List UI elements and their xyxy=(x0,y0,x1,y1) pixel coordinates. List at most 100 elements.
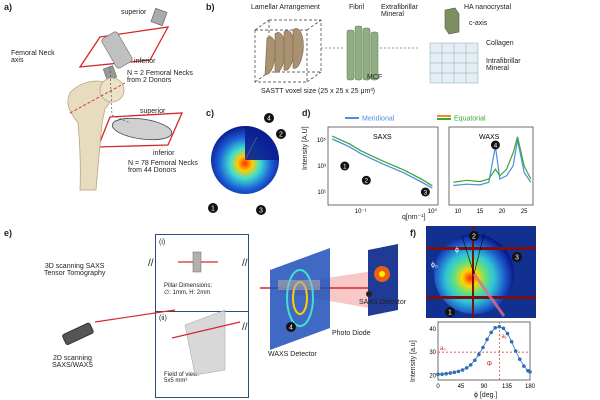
n-top-label: N = 2 Femoral Necks from 2 Donors xyxy=(127,70,193,84)
fov-label: Field of view: 5x5 mm² xyxy=(164,372,200,384)
inferior-bottom: inferior xyxy=(153,150,175,157)
svg-text:3: 3 xyxy=(515,255,519,262)
Phi-label: Φ xyxy=(487,361,493,368)
panel-e-label: e) xyxy=(4,228,13,238)
top-slice-plane xyxy=(78,26,170,68)
femoral-neck-axis-label: Femoral Neck axis xyxy=(11,50,55,64)
f-frame xyxy=(437,321,531,381)
panel-d-label: d) xyxy=(302,108,311,118)
hierarchy-illustration xyxy=(254,7,479,84)
legend: Meridional Equatorial xyxy=(345,115,486,123)
collagen-label: Collagen xyxy=(486,40,514,47)
saxs-ytick: 10⁵ xyxy=(317,137,327,144)
f-point xyxy=(464,366,469,370)
f-ytick: 40 xyxy=(429,327,436,333)
fibril-label: Fibril xyxy=(349,4,365,11)
saxs-ytick: 10¹ xyxy=(317,190,326,196)
phi-label: ϕ xyxy=(455,247,459,254)
reciprocal-space-map xyxy=(211,126,279,194)
f-point xyxy=(436,372,440,376)
svg-text://: // xyxy=(242,258,248,269)
beamline-illustration: // // // 4 xyxy=(62,244,398,376)
f-point xyxy=(444,371,448,376)
f-point xyxy=(505,331,510,336)
f-point xyxy=(509,339,514,344)
f-point xyxy=(497,324,502,329)
ha-label: HA nanocrystal xyxy=(464,4,512,11)
sub-ii: (ii) xyxy=(159,315,167,322)
panel-c-markers: 4 2 1 3 xyxy=(208,113,286,215)
svg-text:2: 2 xyxy=(365,178,369,185)
saxs-title: SAXS xyxy=(373,134,392,141)
f-xtick: 180 xyxy=(525,384,536,390)
photodiode-label: Photo Diode xyxy=(332,330,371,337)
sample-divider xyxy=(155,311,248,312)
f-ylabel: Intensity [a.u] xyxy=(410,340,417,382)
extrafibrillar-label: Extrafibrillar Mineral xyxy=(381,4,418,18)
photo-diode xyxy=(366,291,372,297)
f-point xyxy=(481,345,485,350)
svg-text:2: 2 xyxy=(472,234,476,241)
mcf-label: MCF xyxy=(367,74,383,81)
ha-nanocrystal xyxy=(444,7,460,35)
f-point xyxy=(513,349,518,353)
lamellar-label: Lamellar Arrangement xyxy=(251,4,320,11)
waxs-xtick: 15 xyxy=(477,209,484,215)
slab-sample xyxy=(184,309,226,376)
a1-label: a₁ xyxy=(501,334,506,340)
waxs-xtick: 20 xyxy=(499,209,506,215)
saxs-marker-3: 3 xyxy=(420,187,430,197)
saxs-marker-1: 1 xyxy=(340,161,350,171)
saxs-series-1 xyxy=(331,135,433,187)
f-point xyxy=(440,372,444,376)
caxis-label: c-axis xyxy=(469,20,488,27)
sub-i: (i) xyxy=(159,239,166,246)
panel-c-label: c) xyxy=(206,108,215,118)
f-point xyxy=(493,326,498,330)
f-point xyxy=(501,326,506,331)
f-xlabel: ϕ [deg.] xyxy=(474,392,498,399)
fibril-bundle xyxy=(346,25,379,81)
inferior-top: inferior xyxy=(134,58,156,65)
saxs-detector-label: SAXS Detector xyxy=(359,299,407,306)
bottom-slice-plane xyxy=(97,112,184,148)
scan3d-label: 3D scanning SAXS Tensor Tomography xyxy=(44,263,106,277)
d-xlabel: q[nm⁻¹] xyxy=(402,214,426,221)
svg-text:3: 3 xyxy=(259,208,263,215)
f-ytick: 30 xyxy=(429,350,436,356)
f-point xyxy=(485,337,489,342)
pillar-dims: Pillar Dimensions: ∅: 1mm, H: 2mm xyxy=(164,283,213,296)
f-point xyxy=(517,357,522,361)
f-point xyxy=(456,369,461,374)
bottom-section xyxy=(111,117,173,141)
legend-meridional: Meridional xyxy=(362,116,395,123)
f-point xyxy=(489,330,493,335)
scan2d-label: 2D scanning SAXS/WAXS xyxy=(52,355,93,369)
f-xtick: 135 xyxy=(502,384,513,390)
collagen-lattice xyxy=(429,42,479,84)
xray-source xyxy=(62,322,94,346)
svg-text:4: 4 xyxy=(267,116,271,123)
phi0-label: ϕ₀ xyxy=(431,262,438,269)
f-xtick: 0 xyxy=(436,384,440,390)
svg-text:2: 2 xyxy=(279,132,283,139)
saxs-detector xyxy=(368,244,398,316)
svg-text:4: 4 xyxy=(289,325,293,332)
superior-bottom: superior xyxy=(140,108,166,115)
intrafibrillar-label: Intrafibrillar Mineral xyxy=(486,58,521,72)
f-point xyxy=(477,352,481,357)
svg-text:3: 3 xyxy=(424,189,428,196)
marker-2: 2 xyxy=(276,129,286,139)
f-marker-2: 2 xyxy=(469,231,479,241)
panel-b-label: b) xyxy=(206,2,215,12)
top-pillar xyxy=(101,31,133,69)
saxs-marker-2: 2 xyxy=(361,175,371,185)
f-point xyxy=(448,371,453,375)
panel-f-label: f) xyxy=(410,228,416,238)
f-xtick: 45 xyxy=(458,384,465,390)
waxs-series-1 xyxy=(453,136,532,183)
femur-illustration xyxy=(67,7,184,191)
waxs-marker-4: 4 xyxy=(286,322,296,332)
